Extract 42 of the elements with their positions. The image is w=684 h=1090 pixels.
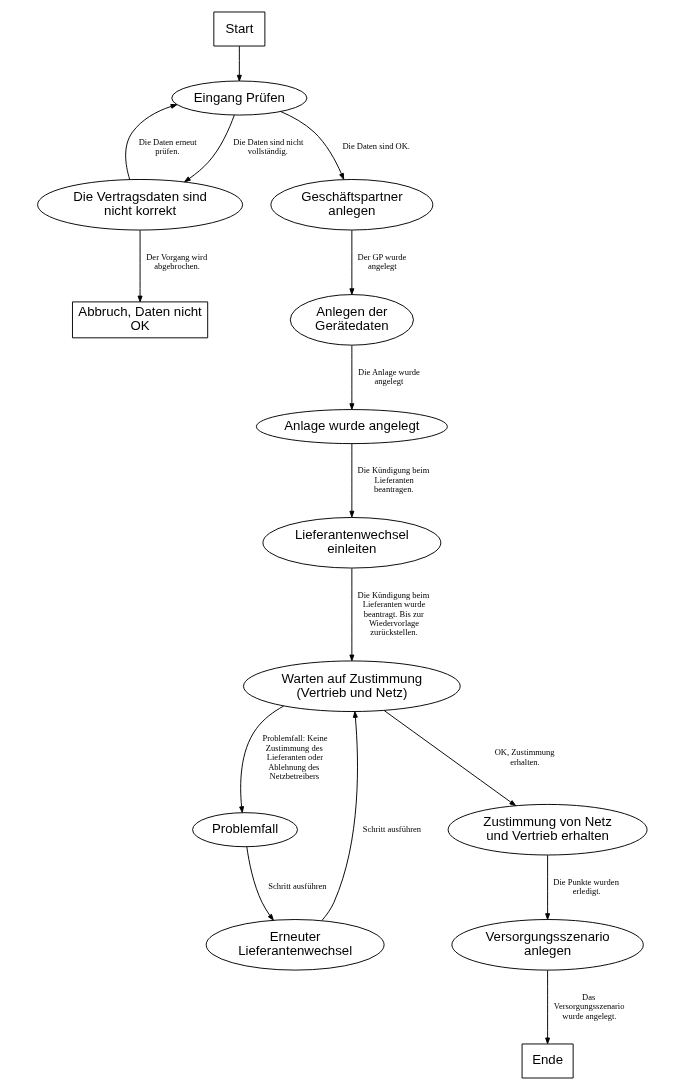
edge-label: Die Kündigung beim Lieferanten wurde beantragt. Bis zur Wiedervorlage zurückstellen. [357,589,429,638]
arrow [544,854,550,920]
edge-label: Problemfall: Keine Zustimmung des Lieferanten oder Ablehnung des Netzbetreibers [262,733,327,781]
arrow [279,111,344,180]
node-ellipse: Versorgungsszenario anlegen [450,919,644,971]
node-ellipse: Anlage wurde angelegt [255,409,448,445]
edge-label: Schritt ausführen [267,881,327,892]
arrow [236,45,242,82]
arrow [245,846,274,921]
edge-label: Schritt ausführen [362,823,421,834]
edge-label: Das Versorgungsszenario wurde angelegt. [553,991,624,1021]
arrow [544,969,550,1045]
arrow [238,705,284,813]
edge-label: Die Punkte wurden erledigt. [552,876,619,897]
node-box: Abbruch, Daten nicht OK [71,301,208,339]
node-ellipse: Geschäftspartner anlegen [269,179,433,231]
arrow [321,711,358,921]
arrow [183,114,235,183]
edge-label: Die Daten erneut prüfen. [138,136,197,157]
arrow [124,103,177,180]
arrow [137,229,143,303]
node-ellipse: Zustimmung von Netz und Vertrieb erhalten [447,803,648,856]
edge-label: OK, Zustimmung erhalten. [494,747,555,767]
node-box: Start [212,11,265,47]
node-ellipse: Warten auf Zustimmung (Vertrieb und Netz) [242,660,461,712]
edge-label: Der GP wurde angelegt [357,251,406,272]
edge-label: Die Anlage wurde angelegt [357,366,420,387]
node-ellipse: Erneuter Lieferantenwechsel [205,919,385,971]
arrow [348,443,354,518]
arrow [348,567,354,662]
arrow [348,229,354,295]
node-ellipse: Die Vertragsdaten sind nicht korrekt [36,179,243,231]
node-ellipse: Problemfall [191,812,298,848]
edge-label: Die Kündigung beim Lieferanten beantragen. [357,465,429,495]
node-box: Ende [521,1043,574,1079]
node-ellipse: Anlegen der Gerätedaten [289,294,414,346]
edge-label: Die Daten sind OK. [341,141,410,152]
node-ellipse: Lieferantenwechsel einleiten [261,517,441,569]
arrow [348,344,354,410]
edge-label: Die Daten sind nicht vollständig. [232,136,303,157]
edge-label: Der Vorgang wird abgebrochen. [145,251,207,272]
arrow [383,710,516,807]
